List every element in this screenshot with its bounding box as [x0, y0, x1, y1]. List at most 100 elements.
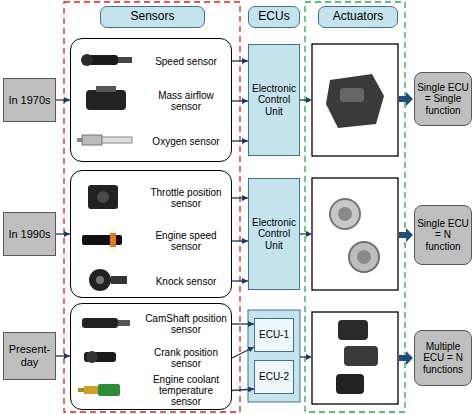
actuator-box — [312, 44, 398, 404]
sensor-icon — [81, 54, 93, 66]
arrow-connector — [232, 240, 248, 241]
actuator-icon — [357, 250, 371, 264]
result-box: Single ECU = Single function — [414, 72, 472, 126]
sensor-icon — [78, 388, 84, 392]
ecu-actuator-arrow — [300, 97, 312, 360]
sensor-group: Throttle position sensorEngine speed sen… — [70, 170, 232, 298]
era-label: In 1990s — [8, 228, 50, 241]
actuator-box — [312, 312, 398, 404]
ecu-container — [248, 310, 300, 402]
actuator-icon — [344, 346, 378, 366]
sensor-icon — [77, 138, 83, 142]
era-box: In 1970s — [3, 78, 56, 122]
sensor-icon — [89, 269, 111, 291]
ecu-actuator-arrow — [306, 97, 312, 103]
arrow-connector — [232, 323, 254, 324]
header-pill: Sensors — [100, 6, 205, 28]
arrow-connector — [232, 347, 254, 358]
sensor-icon — [88, 185, 118, 209]
sensor-icon — [86, 351, 98, 363]
arrow-connector — [232, 280, 248, 281]
actuator-icon — [326, 74, 384, 394]
era-box: In 1990s — [3, 212, 56, 256]
sensor-group: Speed sensorMass airflow sensorOxygen se… — [70, 38, 232, 162]
actuator-icon — [330, 199, 360, 229]
sensor-icon — [84, 386, 98, 394]
ecu-label: Electronic Control Unit — [251, 83, 297, 118]
ecu-actuator-arrow — [306, 354, 312, 360]
result-box: Multiple ECU = N functions — [414, 330, 472, 386]
ecu-actuator-arrow — [306, 231, 312, 237]
result-arrow — [399, 228, 413, 242]
arrow-connector — [56, 233, 70, 234]
ecu-actuator-arrow — [300, 233, 307, 234]
header-pill: ECUs — [248, 6, 300, 28]
result-box: Single ECU = N function — [414, 205, 472, 265]
sensor-icon — [118, 57, 132, 63]
actuator-region — [305, 2, 405, 412]
ecu-label: Electronic Control Unit — [251, 217, 297, 252]
sensor-icon — [96, 276, 104, 284]
sensor-icon — [84, 352, 116, 362]
sensor-label: Engine coolant temperature sensor — [143, 374, 229, 407]
ecu-label: ECU-1 — [259, 329, 289, 341]
era-label: In 1970s — [8, 94, 50, 107]
ecu-sub-box: ECU-1 — [254, 318, 294, 352]
header-pill: Actuators — [318, 6, 398, 28]
arrow-connector — [232, 389, 254, 391]
arrow-connector — [56, 99, 70, 100]
arrow-connector — [232, 60, 248, 61]
sensor-label: Crank position sensor — [143, 347, 229, 369]
era-label: Present-day — [6, 343, 53, 368]
arrow-connector — [232, 140, 248, 141]
sensor-icon — [111, 276, 127, 284]
sensor-label: Mass airflow sensor — [143, 90, 229, 112]
actuator-icon — [340, 88, 364, 102]
actuator-icon — [336, 374, 364, 394]
actuator-icon — [326, 74, 384, 128]
sensor-icon — [86, 90, 126, 110]
actuator-box — [312, 44, 398, 156]
header-text: Actuators — [333, 10, 384, 24]
sensor-group: CamShaft position sensorCrank position s… — [70, 303, 232, 410]
sensor-icon — [96, 86, 116, 92]
sensor-icon — [97, 191, 109, 203]
ecu-container — [248, 310, 300, 402]
sensor-icon — [82, 318, 118, 328]
sensor-label: Throttle position sensor — [143, 187, 229, 209]
result-label: Multiple ECU = N functions — [417, 341, 469, 376]
ecu-actuator-arrow — [300, 99, 307, 100]
actuator-icon — [338, 320, 368, 340]
sensor-icon — [82, 135, 102, 145]
result-label: Single ECU = N function — [417, 218, 469, 253]
arrow-connector — [232, 100, 248, 101]
result-arrow — [399, 351, 413, 365]
sensor-label: Oxygen sensor — [143, 136, 229, 147]
sensor-icon — [77, 54, 132, 396]
sensor-region — [64, 2, 240, 412]
sensor-label: Speed sensor — [143, 56, 229, 67]
sensor-region — [64, 2, 240, 412]
sensor-icon — [98, 384, 120, 396]
actuator-icon — [338, 207, 352, 221]
ecu-label: ECU-2 — [259, 371, 289, 383]
era-box: Present-day — [3, 332, 56, 380]
header-text: ECUs — [258, 10, 289, 24]
result-label: Single ECU = Single function — [417, 82, 469, 117]
ecu-box: Electronic Control Unit — [248, 178, 300, 290]
sensor-label: Engine speed sensor — [143, 230, 229, 252]
result-arrow — [399, 92, 413, 365]
ecu-box: Electronic Control Unit — [248, 44, 300, 156]
actuator-region — [305, 2, 405, 412]
sensor-icon — [118, 320, 130, 326]
actuator-icon — [349, 242, 379, 272]
result-arrow — [399, 92, 413, 106]
sensor-icon — [102, 137, 132, 143]
ecu-actuator-arrow — [300, 356, 307, 357]
sensor-icon — [110, 233, 116, 247]
arrow-connector — [232, 197, 248, 198]
actuator-box — [312, 178, 398, 290]
arrow-connector — [56, 355, 70, 356]
